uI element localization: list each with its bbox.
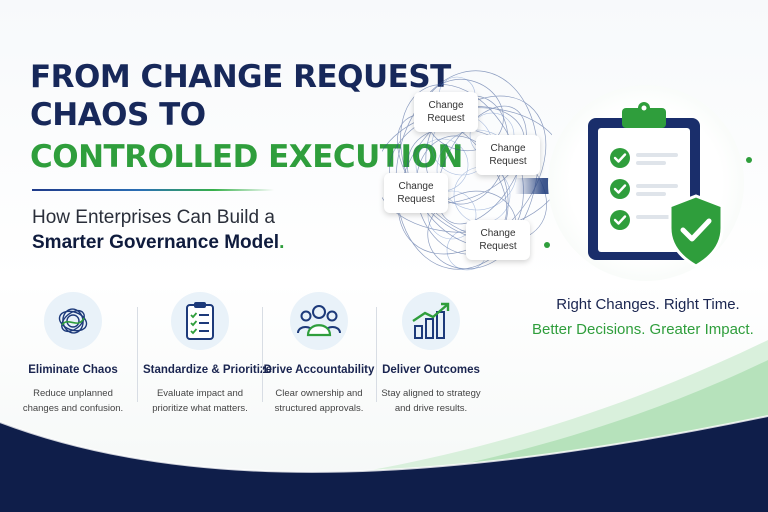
accent-dot	[544, 242, 550, 248]
separator	[137, 307, 138, 402]
feature-title: Eliminate Chaos	[28, 364, 118, 376]
feature-title: Standardize & Prioritize	[143, 364, 273, 376]
headline-line-1: FROM CHANGE REQUEST	[30, 59, 451, 95]
feature-description: Evaluate impact and prioritize what matt…	[152, 388, 248, 414]
separator	[262, 307, 263, 402]
team-icon	[290, 292, 348, 350]
tangle-icon	[44, 292, 102, 350]
chaos-cluster: Change Request Change Request Change Req…	[374, 55, 566, 285]
feature-standardize: Standardize & Prioritize Evaluate impact…	[143, 292, 273, 416]
change-request-card: Change Request	[414, 92, 478, 132]
feature-eliminate-chaos: Eliminate Chaos Reduce unplanned changes…	[16, 292, 130, 416]
divider-rule	[32, 189, 274, 191]
feature-accountability: Drive Accountability Clear ownership and…	[262, 292, 376, 416]
feature-description: Reduce unplanned changes and confusion.	[22, 388, 124, 414]
accent-dot	[746, 157, 752, 163]
separator	[376, 307, 377, 402]
subtitle-line-1: How Enterprises Can Build a	[32, 207, 275, 228]
feature-description: Clear ownership and structured approvals…	[274, 388, 364, 414]
change-request-card: Change Request	[466, 220, 530, 260]
feature-title: Deliver Outcomes	[382, 364, 480, 376]
bottom-wave	[0, 340, 768, 512]
subtitle-period: .	[279, 232, 285, 253]
feature-deliver-outcomes: Deliver Outcomes Stay aligned to strateg…	[374, 292, 488, 416]
checklist-icon	[171, 292, 229, 350]
change-request-card: Change Request	[384, 173, 448, 213]
clipboard-checklist-icon	[588, 102, 724, 268]
subtitle-line-2-text: Smarter Governance Model	[32, 232, 280, 253]
feature-title: Drive Accountability	[263, 364, 375, 376]
feature-description: Stay aligned to strategy and drive resul…	[381, 388, 481, 414]
subtitle-line-2: Smarter Governance Model.	[32, 232, 284, 254]
growth-chart-icon	[402, 292, 460, 350]
tagline-line-2: Better Decisions. Greater Impact.	[532, 321, 754, 338]
change-request-card: Change Request	[476, 135, 540, 175]
tagline-line-1: Right Changes. Right Time.	[556, 296, 740, 313]
headline-line-2: CHAOS TO	[30, 97, 206, 133]
